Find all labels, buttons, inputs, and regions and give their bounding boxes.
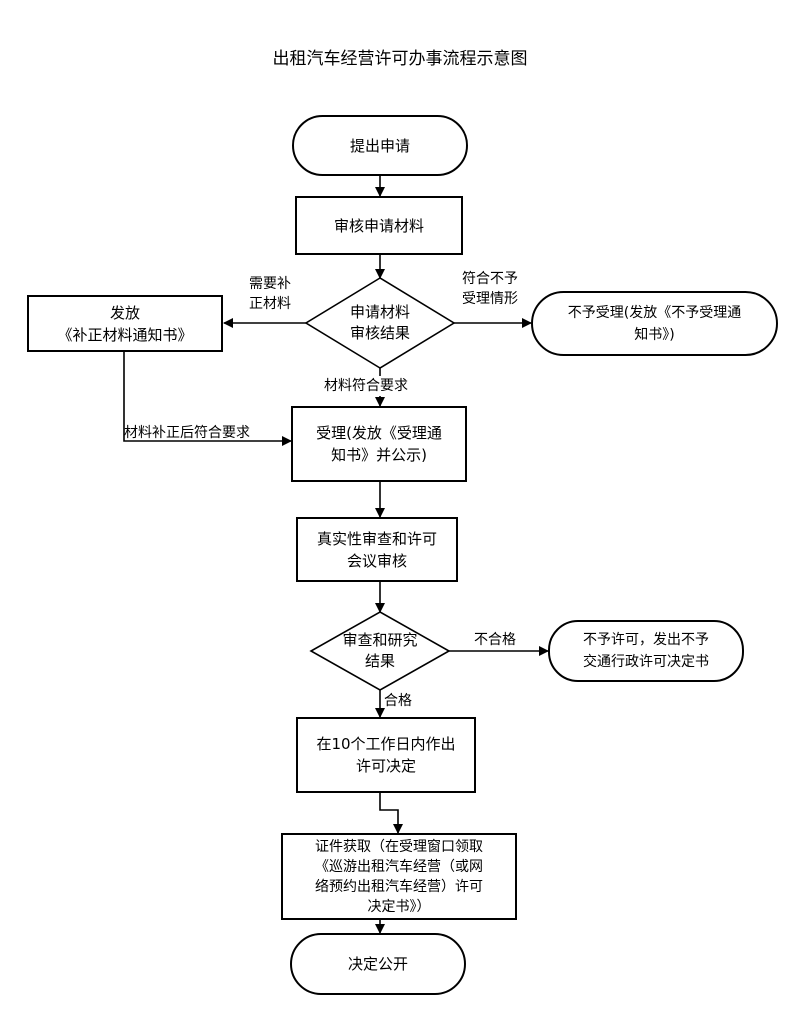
label-not-meet: 符合不予 受理情形	[462, 271, 518, 307]
review-materials-node: 审核申请材料	[295, 196, 463, 255]
label-qualified: 合格	[384, 693, 412, 709]
arrow-correction-to-accept	[123, 352, 292, 446]
label-corrected-ok: 材料补正后符合要求	[124, 425, 250, 441]
arrow-decide-to-obtain	[379, 793, 403, 834]
start-node: 提出申请	[292, 115, 468, 176]
reject-accept-node: 不予受理(发放《不予受理通 知书》)	[531, 291, 778, 356]
authenticity-review-node: 真实性审查和许可 会议审核	[296, 517, 458, 582]
issue-correction-node: 发放 《补正材料通知书》	[27, 295, 223, 352]
label-need-correction: 需要补 正材料	[240, 274, 300, 314]
accept-node: 受理(发放《受理通 知书》并公示)	[291, 406, 467, 482]
decide-10days-node: 在10个工作日内作出 许可决定	[296, 717, 476, 793]
page-title: 出租汽车经营许可办事流程示意图	[272, 49, 528, 69]
label-materials-ok: 材料符合要求	[324, 376, 408, 396]
publish-node: 决定公开	[290, 933, 466, 995]
label-unqualified: 不合格	[474, 630, 516, 650]
obtain-certificate-node: 证件获取（在受理窗口领取 《巡游出租汽车经营（或网 络预约出租汽车经营）许可 决…	[281, 833, 517, 920]
decision-materials-text: 申请材料 审核结果	[349, 303, 410, 342]
decision-review-text: 审查和研究 结果	[342, 631, 418, 670]
deny-license-node: 不予许可，发出不予 交通行政许可决定书	[548, 620, 744, 682]
